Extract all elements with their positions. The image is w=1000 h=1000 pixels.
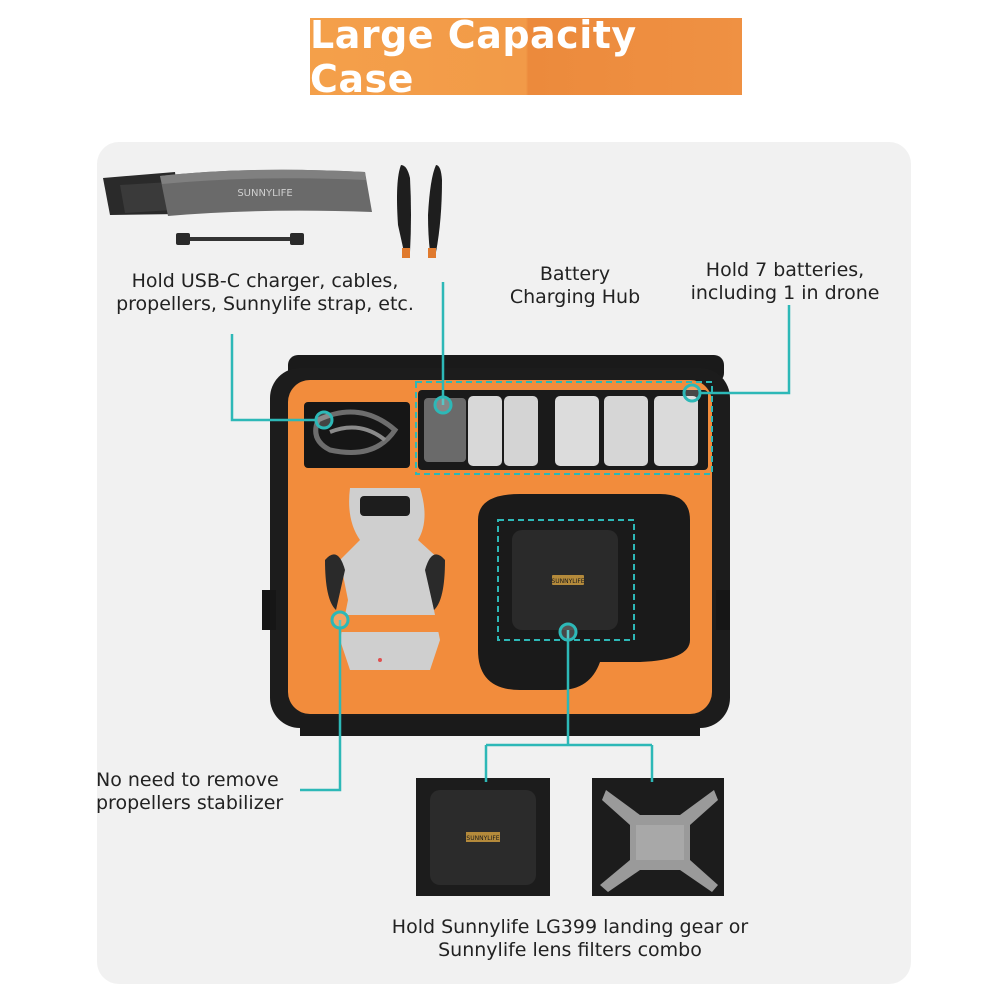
batteries-label: Hold 7 batteries, including 1 in drone — [670, 259, 900, 305]
hub-label-line1: Battery — [539, 263, 611, 285]
strap-brand-text: SUNNYLIFE — [237, 188, 292, 199]
accessories-label: Hold USB-C charger, cables, propellers, … — [100, 270, 430, 316]
propellers-label: No need to remove propellers stabilizer — [96, 769, 296, 815]
propellers-label-line2: propellers stabilizer — [96, 792, 284, 814]
filter-box-image: SUNNYLIFE — [416, 778, 550, 896]
filter-box-brand-text: SUNNYLIFE — [466, 835, 499, 842]
landing-gear-label-line2: Sunnylife lens filters combo — [438, 939, 702, 961]
landing-gear-label: Hold Sunnylife LG399 landing gear or Sun… — [350, 916, 790, 962]
propellers-image — [397, 165, 442, 258]
landing-gear-image — [592, 778, 724, 896]
batteries-label-line1: Hold 7 batteries, — [705, 259, 865, 281]
callout-dots — [314, 383, 702, 642]
accessories-label-line2: propellers, Sunnylife strap, etc. — [116, 293, 414, 315]
usb-cable-image — [176, 233, 304, 245]
callout-lines — [230, 282, 791, 792]
accessories-label-line1: Hold USB-C charger, cables, — [131, 270, 399, 292]
hub-label: Battery Charging Hub — [495, 263, 655, 309]
filter-brand-text: SUNNYLIFE — [551, 578, 584, 585]
title-text: Large Capacity Case — [310, 12, 637, 101]
title-banner: Large Capacity Case — [310, 12, 742, 101]
case-body: SUNNYLIFE — [262, 355, 730, 736]
strap-image: SUNNYLIFE — [103, 169, 372, 216]
landing-gear-label-line1: Hold Sunnylife LG399 landing gear or — [391, 916, 749, 938]
batteries-label-line2: including 1 in drone — [690, 282, 880, 304]
propellers-label-line1: No need to remove — [96, 769, 279, 791]
hub-label-line2: Charging Hub — [509, 286, 641, 308]
